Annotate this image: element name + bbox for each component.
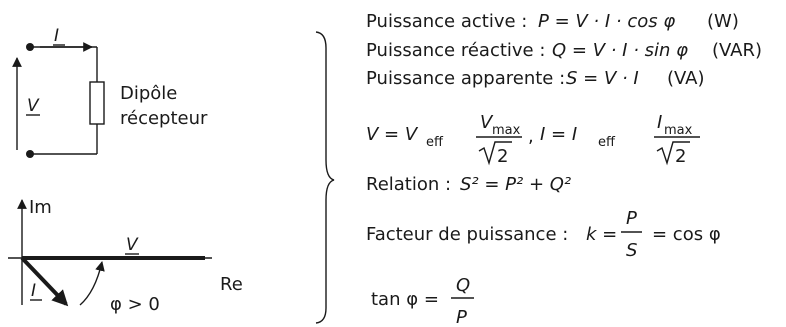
power-factor-denominator: S	[626, 240, 637, 261]
phasor-diagram: Im Re V I φ > 0	[8, 197, 243, 315]
reactive-power-unit: (VAR)	[712, 40, 762, 61]
relation-label: Relation :	[366, 174, 451, 195]
sqrt-two-v: 2	[497, 146, 508, 167]
power-factor-k: k =	[586, 224, 617, 245]
current-phasor	[20, 256, 69, 307]
real-axis-label: Re	[220, 274, 243, 295]
apparent-power-label: Puissance apparente :	[366, 68, 565, 89]
current-label: I	[54, 26, 59, 46]
component-label-line2: récepteur	[120, 108, 208, 129]
relation-formula: S² = P² + Q²	[460, 174, 571, 195]
imax-numerator: I	[657, 112, 662, 133]
imax-subscript: max	[664, 123, 693, 138]
phase-angle-label: φ > 0	[110, 294, 160, 315]
reactive-power-label: Puissance réactive :	[366, 40, 545, 61]
active-power-label: Puissance active :	[366, 11, 527, 32]
reactive-power-formula: Q = V · I · sin φ	[552, 40, 688, 61]
formula-block: Puissance active : P = V · I · cos φ (W)…	[366, 11, 762, 327]
effective-current-subscript: eff	[598, 135, 616, 150]
active-power-unit: (W)	[707, 11, 739, 32]
apparent-power-formula: S = V · I	[566, 68, 639, 89]
power-factor-label: Facteur de puissance :	[366, 224, 568, 245]
vmax-subscript: max	[492, 123, 521, 138]
sqrt-two-i: 2	[675, 146, 686, 167]
sqrt-sign-v	[478, 141, 512, 166]
imag-axis-label: Im	[29, 197, 52, 218]
phase-angle-arc	[79, 261, 105, 306]
effective-voltage-subscript: eff	[426, 135, 444, 150]
voltage-phasor-label: V	[126, 235, 139, 255]
voltage-label: V	[27, 96, 40, 116]
tan-phi-numerator: Q	[456, 275, 470, 296]
power-factor-cos: = cos φ	[652, 224, 721, 245]
current-phasor-label: I	[31, 281, 36, 301]
effective-voltage: V = V	[366, 124, 419, 145]
curly-brace	[315, 31, 335, 324]
effective-current: I = I	[540, 124, 577, 145]
effective-separator: ,	[528, 126, 534, 147]
receptor-resistor	[89, 81, 105, 125]
tan-phi-lhs: tan φ =	[371, 289, 439, 310]
circuit-diagram: I V Dipôle récepteur	[12, 26, 208, 158]
effective-values-formula: V = V eff V max 2 , I = I eff I max 2	[366, 112, 700, 167]
tan-phi-denominator: P	[456, 307, 467, 327]
apparent-power-unit: (VA)	[667, 68, 705, 89]
vmax-numerator: V	[480, 112, 494, 133]
component-label-line1: Dipôle	[120, 83, 177, 104]
sqrt-sign-i	[656, 141, 690, 166]
active-power-formula: P = V · I · cos φ	[538, 11, 675, 32]
power-factor-numerator: P	[626, 208, 637, 229]
